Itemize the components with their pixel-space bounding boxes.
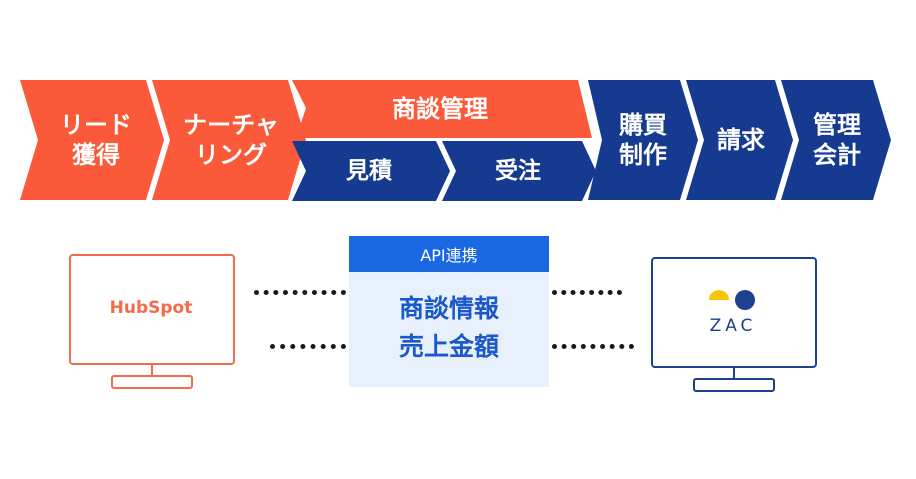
arrow-to-zac-line-2 xyxy=(552,290,622,295)
stage-negotiation-chevron xyxy=(292,80,592,138)
stage-accounting-chevron xyxy=(781,80,891,200)
stage-order-label: 受注 xyxy=(495,157,541,184)
api-item-sales-amount: 売上金額 xyxy=(398,332,499,361)
api-header: API連携 xyxy=(349,236,549,272)
stage-nurturing-label: ナーチャ リング xyxy=(183,111,279,169)
stage-estimate-label: 見積 xyxy=(346,157,392,184)
api-item-deal-info: 商談情報 xyxy=(398,294,499,323)
stage-billing-label: 請求 xyxy=(717,126,765,154)
stage-accounting-label: 管理 会計 xyxy=(813,111,861,169)
stage-purchase-label: 購買 制作 xyxy=(619,111,667,169)
arrow-to-hubspot-line xyxy=(270,344,346,349)
zac-logo-text: ZAC xyxy=(709,316,757,336)
stage-estimate-chevron xyxy=(292,141,450,201)
hubspot-logo: HubSpot xyxy=(109,298,193,318)
arrow-to-hubspot-line-2 xyxy=(552,344,634,349)
stage-lead-chevron xyxy=(20,80,164,200)
stage-order-chevron xyxy=(442,141,596,201)
stage-billing-chevron xyxy=(686,80,793,200)
zac-monitor-icon xyxy=(651,257,817,392)
stage-nurturing-chevron xyxy=(152,80,306,200)
zac-logo: ZAC xyxy=(652,258,814,364)
hubspot-monitor-icon xyxy=(69,254,235,389)
stage-lead-label: リード 獲得 xyxy=(60,111,132,169)
zac-logo-mark-icon xyxy=(709,290,755,310)
api-integration-box: API連携 商談情報 売上金額 xyxy=(349,236,549,387)
stage-purchase-chevron xyxy=(588,80,698,200)
process-flow xyxy=(20,80,891,201)
arrow-to-zac-line xyxy=(254,290,346,295)
stage-negotiation-label: 商談管理 xyxy=(392,95,488,123)
